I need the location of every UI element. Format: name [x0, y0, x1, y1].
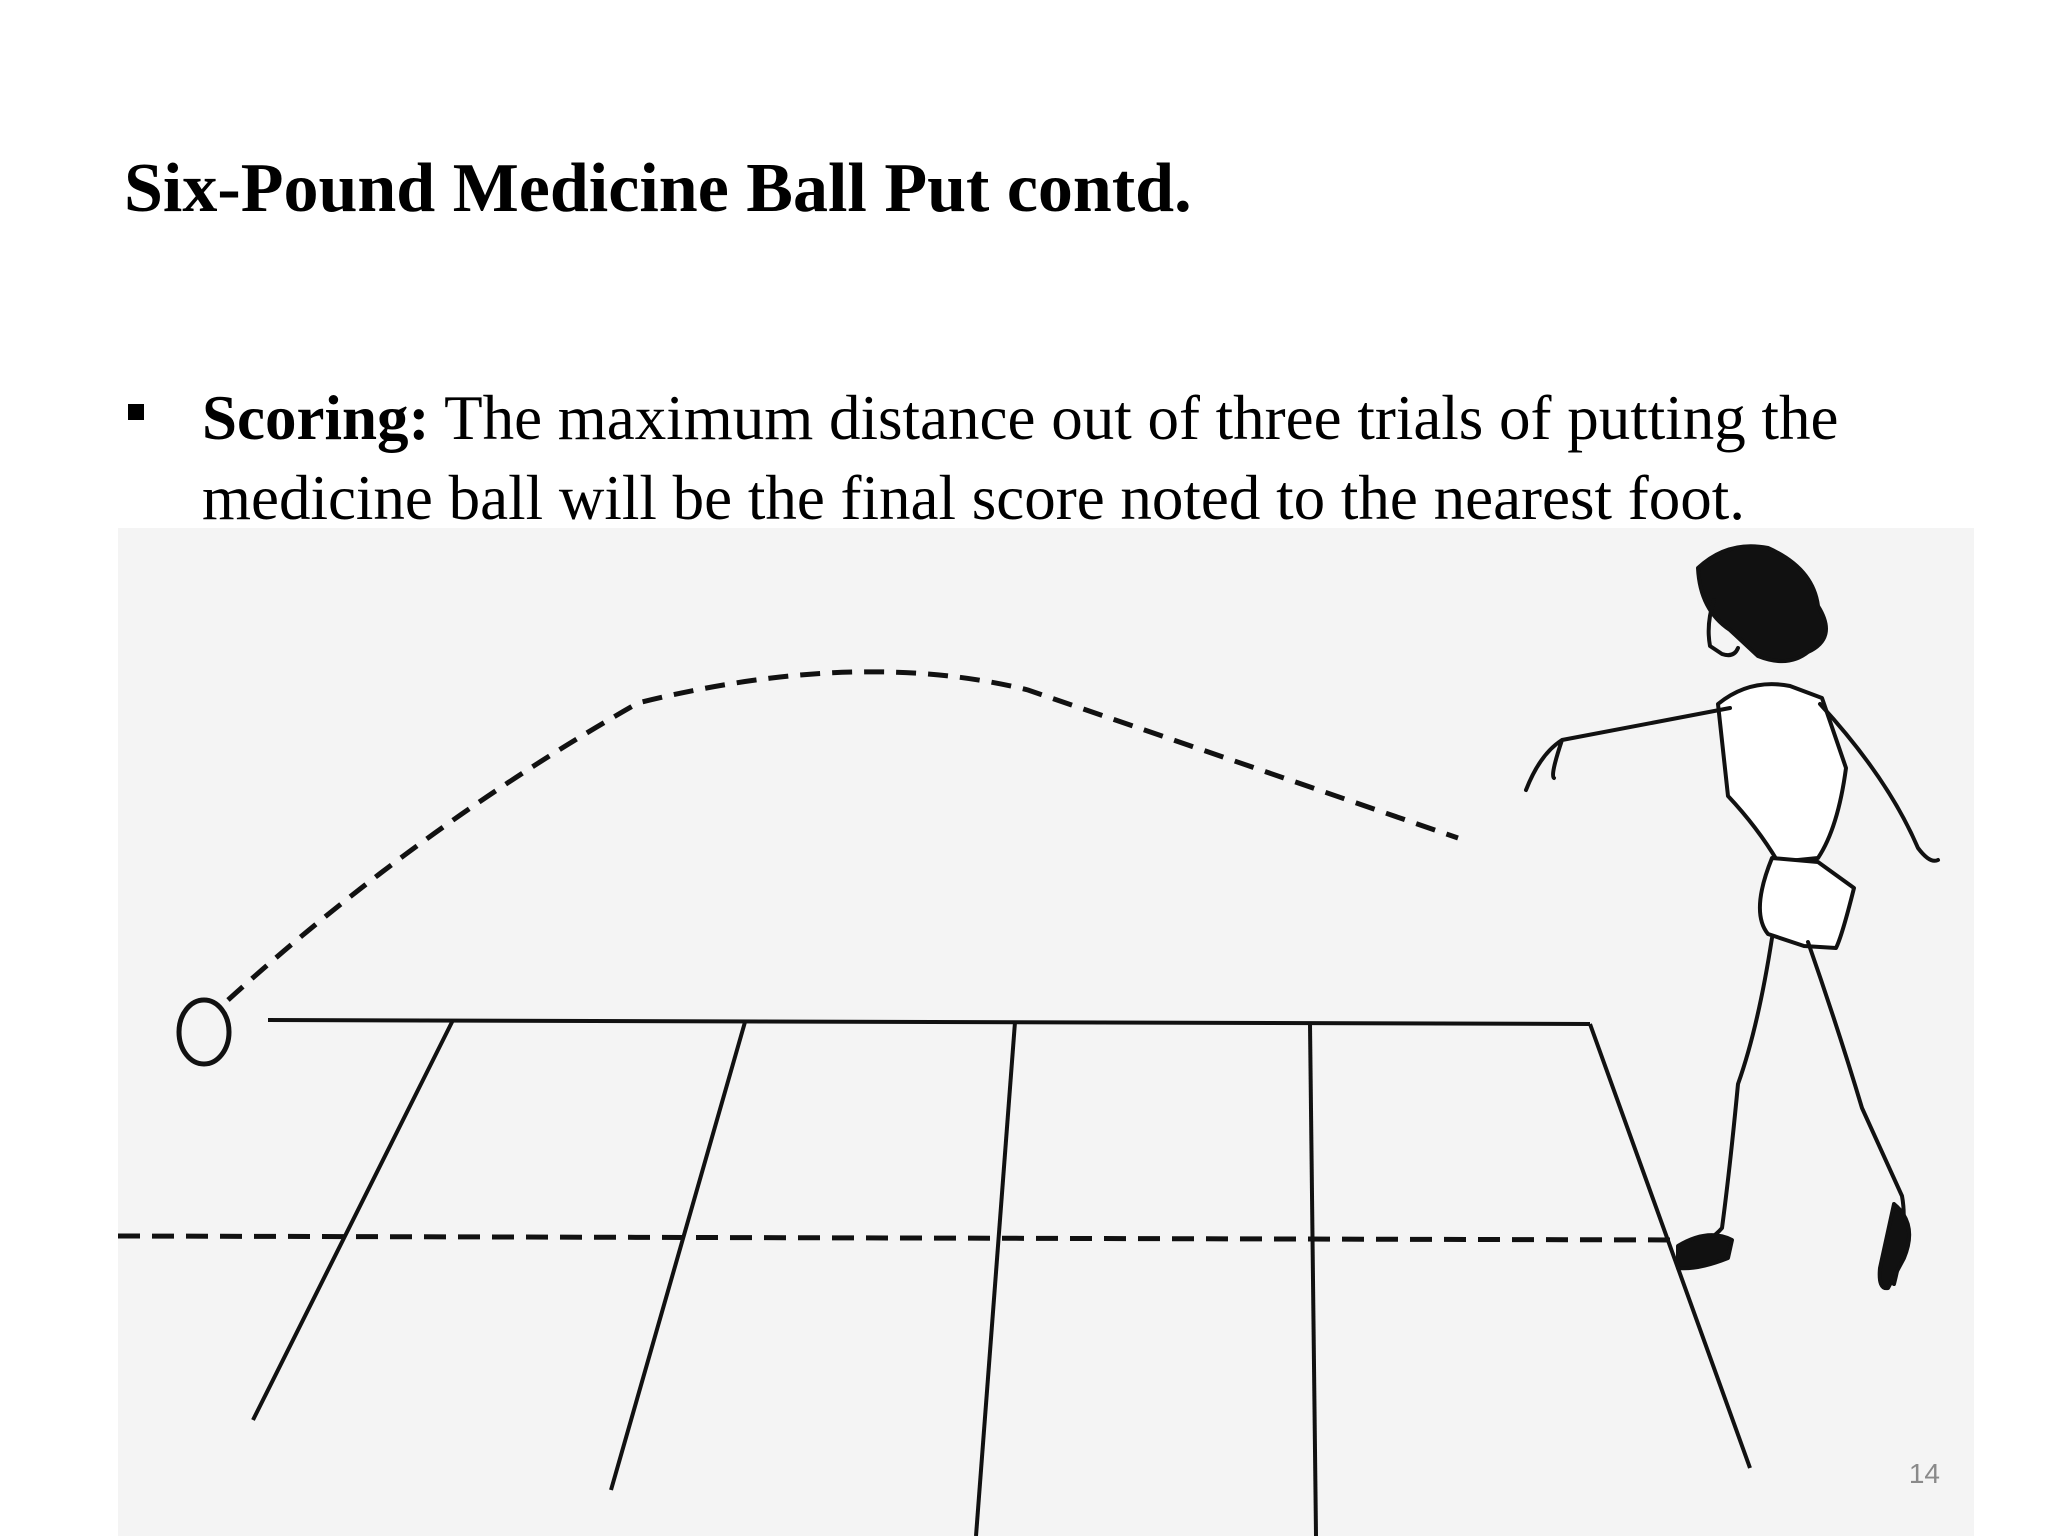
thrower-shoe-back [1877, 1202, 1912, 1291]
thrower-hair [1696, 544, 1828, 664]
lane-line-4 [1308, 1023, 1318, 1536]
thrower-shoe-front [1676, 1233, 1734, 1271]
bullet-label: Scoring: [202, 383, 430, 453]
thrower-face [1706, 598, 1740, 658]
thrower-arm-extended [1524, 706, 1732, 792]
slide-title: Six-Pound Medicine Ball Put contd. [124, 150, 1192, 227]
lane-top-line [267, 1018, 1591, 1026]
bullet-paragraph: Scoring: The maximum distance out of thr… [202, 378, 1922, 538]
lane-line-3 [974, 1021, 1017, 1536]
lane-line-2 [609, 1021, 747, 1491]
page-number: 14 [1908, 1458, 1940, 1489]
bullet-square-icon [128, 404, 144, 420]
bullet-body: The maximum distance out of three trials… [202, 383, 1839, 533]
illustration-background [118, 528, 1974, 1536]
thrower-shorts [1757, 856, 1856, 950]
medicine-ball-icon [176, 997, 232, 1067]
thrower-torso [1716, 682, 1848, 864]
throwing-lane [251, 1018, 1752, 1536]
lane-line-5 [1588, 1023, 1752, 1469]
medicine-ball-put-illustration [118, 528, 1974, 1536]
ball-trajectory-dashed [226, 669, 1459, 1002]
restraining-line-dashed [118, 1233, 1679, 1243]
lane-line-1 [251, 1019, 455, 1421]
thrower-arm-back [1818, 702, 1940, 863]
thrower-figure-icon [1524, 544, 1940, 1291]
